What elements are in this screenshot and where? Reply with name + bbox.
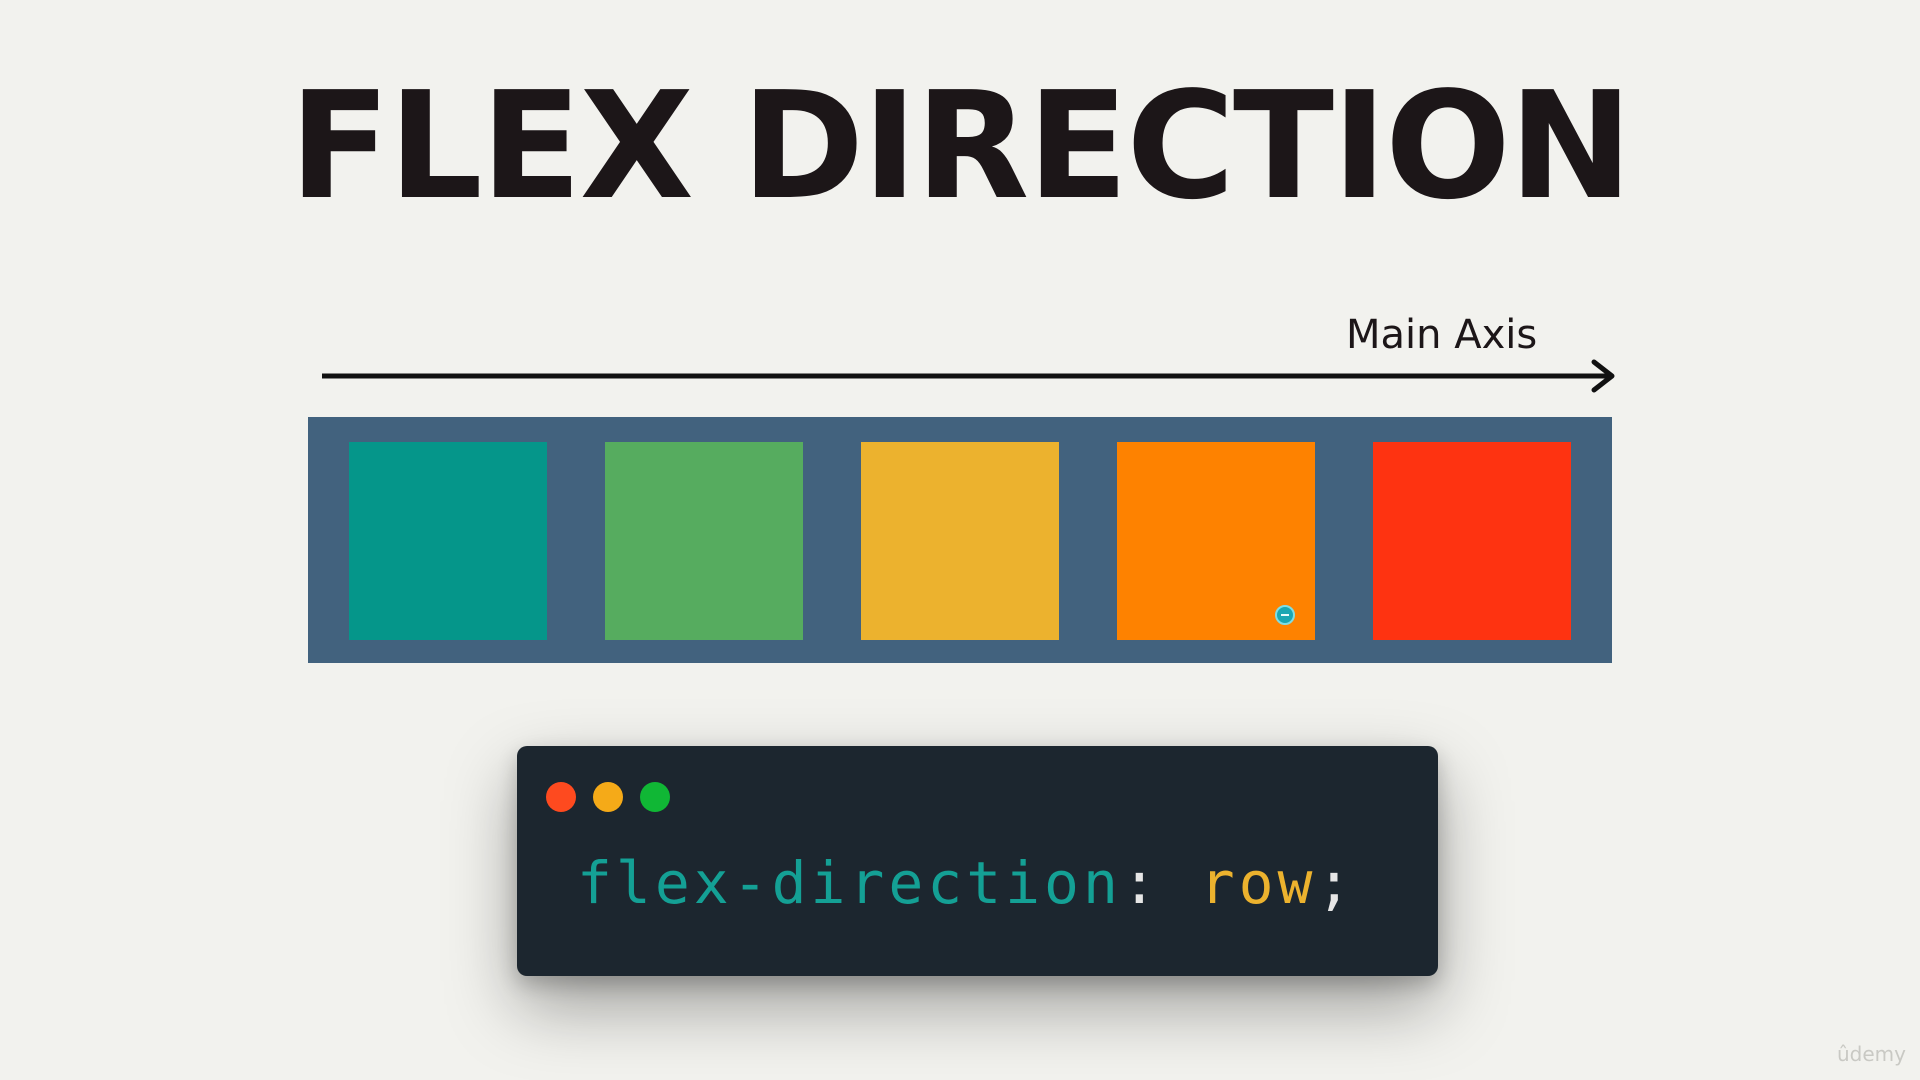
- flex-container: [308, 417, 1612, 663]
- flex-item-2: [605, 442, 803, 640]
- code-line: flex-direction: row;: [577, 854, 1355, 912]
- code-semicolon: ;: [1316, 849, 1356, 917]
- flex-item-5: [1373, 442, 1571, 640]
- code-window: flex-direction: row;: [517, 746, 1438, 976]
- maximize-dot-icon: [640, 782, 670, 812]
- minimize-dot-icon: [593, 782, 623, 812]
- code-property: flex-direction: [577, 849, 1122, 917]
- flex-item-1: [349, 442, 547, 640]
- code-colon: :: [1121, 849, 1161, 917]
- udemy-watermark: ûdemy: [1837, 1042, 1906, 1066]
- slide-title: FLEX DIRECTION: [289, 60, 1632, 232]
- close-dot-icon: [546, 782, 576, 812]
- code-value: row: [1160, 849, 1317, 917]
- main-axis-arrow-icon: [322, 359, 1615, 393]
- flex-item-3: [861, 442, 1059, 640]
- cursor-icon: [1275, 605, 1295, 625]
- main-axis-label: Main Axis: [1346, 312, 1538, 358]
